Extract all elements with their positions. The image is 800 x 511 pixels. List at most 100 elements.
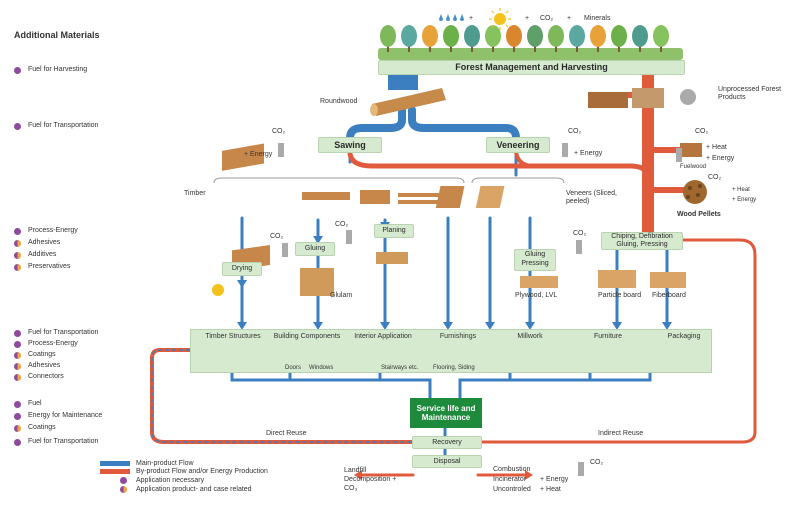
material-label: Coatings [28,351,56,358]
indirect-reuse-label: Indirect Reuse [598,430,644,437]
unprocessed-products-icon [588,88,696,108]
energy-label: + Energy [244,151,273,158]
materials-group-3-item: Preservatives [14,263,70,271]
tree-crown [485,25,501,47]
tree-crown [569,25,585,47]
tree-crown [590,25,606,47]
doors-label: Doors [285,365,302,371]
direct-reuse-label: Direct Reuse [266,430,307,437]
chipping-box: Chiping, Defibration Gluing, Pressing [601,232,683,250]
product-label: Furnishings [439,333,477,340]
co2-label: CO₂ [568,128,582,135]
veneers-label: Veneers (Sliced, peeled) [566,190,617,205]
application-related-dot [14,251,21,259]
material-label: Adhesives [28,362,61,369]
particle-board-label: Particle board [598,292,642,299]
fiberboard-label: Fiberboard [652,292,686,299]
by-flow-arrowheads [354,470,533,480]
material-label: Process-Energy [28,340,78,347]
disposal-box: Disposal [412,455,482,468]
combustion-label: Combustion [493,466,531,473]
materials-group-4-item: Fuel for Transportation [14,329,98,337]
tree-crown [611,25,627,47]
tree-crown [527,25,543,47]
sun-drying-icon [212,284,224,296]
tree-crown [506,25,522,47]
planing-box: Planing [374,224,414,238]
flooring-label: Flooring, Siding [433,365,475,371]
additional-materials-title: Additional Materials [14,30,100,40]
materials-group-4-item: Process-Energy [14,340,78,348]
minerals-label: Minerals [584,15,611,22]
legend-by-swatch [100,469,130,474]
co2-label: CO₂ [708,174,722,181]
product-label: Interior Application [354,333,412,340]
application-related-dot [14,362,21,370]
product-label: Packaging [667,333,701,340]
energy-label: + Energy [732,197,757,203]
application-necessary-dot [14,412,21,420]
gluing-pressing-box: Gluing Pressing [514,249,556,271]
plus-sign: + [567,15,572,22]
material-label: Process-Energy [28,227,78,234]
co2-label: CO₂ [335,221,349,228]
tree-crown [422,25,438,47]
materials-group-5-item: Coatings [14,424,56,432]
material-label: Additives [28,251,57,258]
legend-related-label: Application product- and case related [136,486,252,493]
timber-planks-icons [222,143,505,208]
timber-bracket [213,177,465,184]
timber-label: Timber [184,190,206,197]
material-label: Fuel for Transportation [28,329,99,336]
material-label: Fuel [28,400,42,407]
forest-management-box: Forest Management and Harvesting [378,60,685,75]
energy-label: + Energy [706,155,735,162]
uncontroled-label: Uncontroled [493,486,531,493]
heat-label: + Heat [732,187,750,193]
plane-tool-icon [376,252,408,264]
material-label: Coatings [28,424,56,431]
energy-label: + Energy [574,150,603,157]
glulam-label: Glulam [330,292,353,299]
rain-drops-icon [439,14,464,21]
materials-group-3-item: Additives [14,251,56,259]
product-label: Millwork [517,333,543,340]
materials-group-3-item: Adhesives [14,239,60,247]
products-band [190,329,712,373]
material-label: Fuel for Transportation [28,438,99,445]
legend-necessary-label: Application necessary [136,477,205,484]
fuelwood-label: Fuelwood [680,164,707,170]
application-related-dot [14,424,21,432]
heat-label: + Heat [540,486,561,493]
tree-crown [443,25,459,47]
co2-label: CO₂ [272,128,286,135]
co2-chimney-icons [278,143,682,476]
materials-group-4-item: Adhesives [14,362,60,370]
materials-group-4-item: Coatings [14,351,56,359]
application-necessary-dot [14,227,21,235]
tree-crown [653,25,669,47]
legend-main-swatch [100,461,130,466]
co2-label: CO₂ [695,128,709,135]
service-life-box: Service life and Maintenance [410,398,482,428]
unprocessed-label: Unprocessed Forest Products [718,86,782,101]
materials-group-5-item: Energy for Maintenance [14,412,102,420]
product-label: Furniture [593,333,623,340]
application-necessary-dot [14,122,21,130]
wood-pellets-label: Wood Pellets [677,211,721,218]
material-label: Energy for Maintenance [28,412,103,419]
tree-crown [464,25,480,47]
legend-related-dot [120,486,127,493]
plywood-label: Plywood, LVL [515,292,558,299]
application-related-dot [14,239,21,247]
direct-reuse-dashed [151,349,420,443]
tree-crown [548,25,564,47]
sawing-box: Sawing [318,137,382,153]
product-label: Building Components [273,333,341,340]
forest-trees [378,25,683,60]
material-label: Fuel for Transportation [28,122,99,129]
materials-group-1: Fuel for Harvesting [14,66,87,74]
legend-necessary-dot [120,477,127,484]
tree-crown [632,25,648,47]
